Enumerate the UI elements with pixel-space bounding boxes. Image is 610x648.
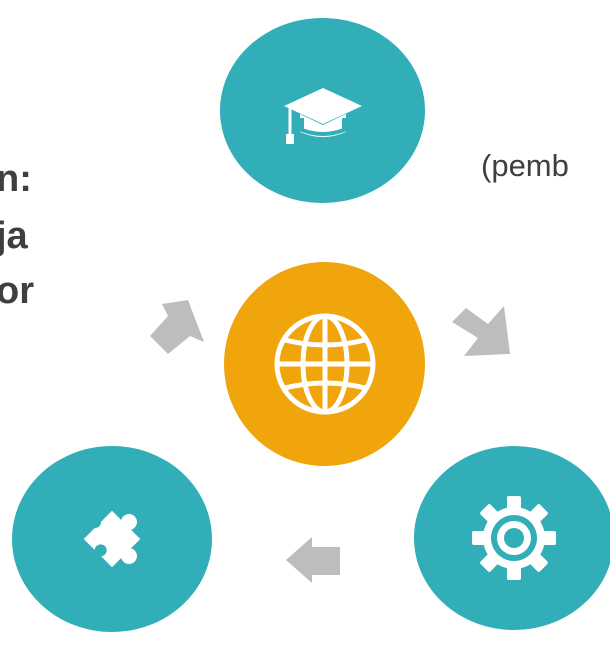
graduation-cap-icon: [283, 87, 362, 144]
arrow-left-icon: [286, 537, 340, 583]
node-center: [224, 262, 425, 466]
node-top: [220, 18, 425, 203]
arrow-up-left-icon: [150, 300, 204, 354]
node-bottom-right: [414, 446, 610, 630]
arrow-down-right-icon: [452, 306, 510, 356]
gear-icon: [472, 496, 556, 580]
globe-icon: [274, 313, 375, 415]
heading-line-1: n:: [0, 158, 32, 200]
puzzle-piece-icon: [83, 510, 141, 568]
side-label: (pemb: [481, 148, 569, 183]
node-bottom-left: [12, 446, 212, 632]
heading-line-3: or: [0, 270, 34, 312]
heading-line-2: ja: [0, 215, 28, 257]
